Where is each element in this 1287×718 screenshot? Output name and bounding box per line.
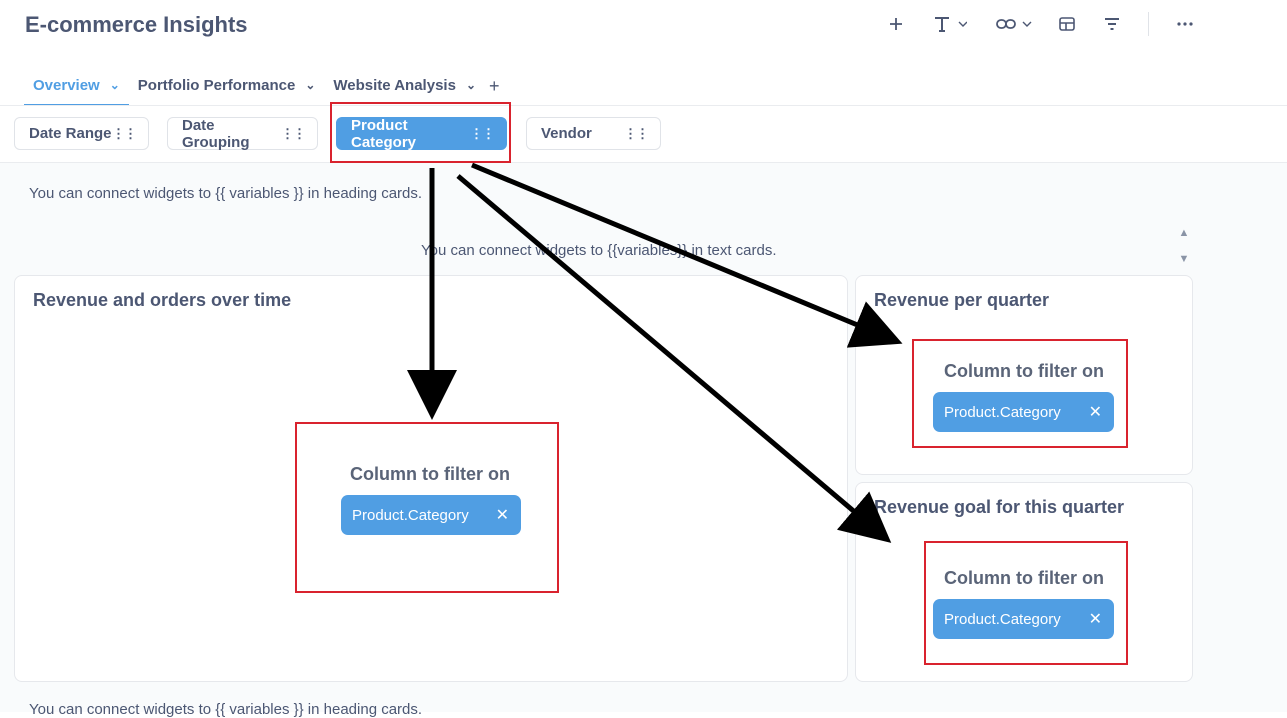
- filter-product-category[interactable]: Product Category ⋮⋮: [336, 116, 507, 151]
- close-icon[interactable]: ✕: [495, 507, 509, 524]
- link-icon[interactable]: [994, 12, 1034, 36]
- add-tab-button[interactable]: +: [489, 75, 500, 96]
- tab-label: Website Analysis: [333, 76, 456, 94]
- drag-handle-icon[interactable]: ⋮⋮: [624, 125, 649, 141]
- column-pill[interactable]: Product.Category ✕: [341, 495, 521, 535]
- filter-label: Vendor: [541, 125, 592, 142]
- chevron-down-icon[interactable]: ⌄: [109, 78, 120, 92]
- close-icon[interactable]: ✕: [1088, 611, 1102, 628]
- drag-handle-icon[interactable]: ⋮⋮: [281, 125, 306, 141]
- chevron-down-icon[interactable]: ⌄: [465, 78, 476, 92]
- arrow-line: [471, 162, 903, 348]
- drag-handle-icon[interactable]: ⋮⋮: [470, 125, 495, 141]
- tabs-divider: [0, 105, 1287, 106]
- highlight-box: [912, 339, 1128, 448]
- chevron-down-icon[interactable]: ⌄: [305, 78, 316, 92]
- dashboard-title: E-commerce Insights: [25, 12, 248, 37]
- card-revenue-per-quarter[interactable]: Revenue per quarter: [855, 275, 1193, 475]
- pill-label: Product.Category: [944, 403, 1061, 421]
- pill-label: Product.Category: [352, 506, 469, 524]
- column-filter-label: Column to filter on: [944, 361, 1104, 381]
- card-title: Revenue per quarter: [874, 290, 1050, 310]
- toolbar-divider: [1148, 12, 1149, 36]
- column-pill[interactable]: Product.Category ✕: [933, 392, 1114, 432]
- card-revenue-goal[interactable]: Revenue goal for this quarter: [855, 482, 1193, 682]
- filter-date-range[interactable]: Date Range ⋮⋮: [14, 117, 149, 150]
- filter-label: Date Grouping: [182, 116, 250, 151]
- arrow-line: [456, 174, 892, 543]
- tab-portfolio-performance[interactable]: Portfolio Performance ⌄: [129, 66, 325, 104]
- filter-date-grouping[interactable]: Date Grouping ⋮⋮: [167, 116, 318, 151]
- column-pill[interactable]: Product.Category ✕: [933, 599, 1114, 639]
- close-icon[interactable]: ✕: [1088, 404, 1102, 421]
- drag-handle-icon[interactable]: ⋮⋮: [112, 125, 137, 141]
- arrow-up-icon[interactable]: ▲: [1178, 227, 1190, 239]
- tab-label: Overview: [33, 76, 100, 94]
- heading-card-text: You can connect widgets to {{ variables …: [29, 185, 423, 202]
- more-icon[interactable]: [1171, 12, 1199, 36]
- arrow-down-icon[interactable]: ▼: [1178, 253, 1190, 265]
- section-icon[interactable]: [1053, 12, 1081, 36]
- highlight-box: [330, 102, 511, 163]
- pill-label: Product.Category: [944, 610, 1061, 628]
- text-icon[interactable]: [930, 12, 970, 36]
- highlight-box: [924, 541, 1128, 665]
- filter-label: Product Category: [351, 116, 417, 151]
- filter-vendor[interactable]: Vendor ⋮⋮: [526, 117, 661, 150]
- column-filter-label: Column to filter on: [350, 464, 510, 484]
- filter-label: Date Range: [29, 125, 112, 142]
- tab-label: Portfolio Performance: [137, 76, 296, 94]
- column-filter-label: Column to filter on: [944, 568, 1104, 588]
- tab-website-analysis[interactable]: Website Analysis ⌄: [324, 66, 485, 104]
- highlight-box: [295, 422, 559, 593]
- card-title: Revenue goal for this quarter: [874, 497, 1125, 517]
- card-title: Revenue and orders over time: [33, 290, 292, 310]
- plus-icon[interactable]: [882, 12, 910, 36]
- filter-icon[interactable]: [1098, 12, 1126, 36]
- card-scroll-control[interactable]: ▲ ▼: [1177, 227, 1191, 265]
